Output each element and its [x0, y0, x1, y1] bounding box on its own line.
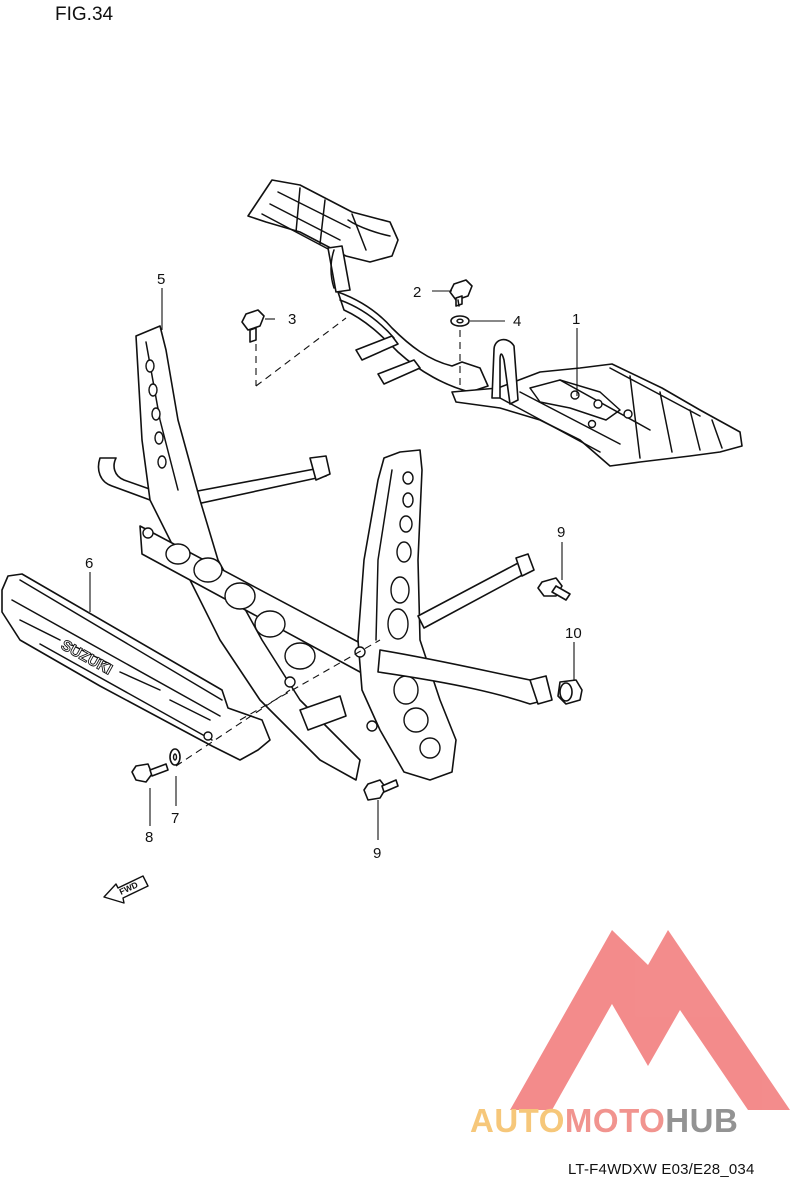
watermark-text: AUTOMOTOHUB [470, 1102, 738, 1139]
part-9-bolt-right [537, 577, 571, 601]
part-7-washer [169, 748, 181, 766]
automotohub-watermark: AUTOMOTOHUB [470, 930, 790, 1139]
callout-5: 5 [157, 271, 165, 288]
callout-6: 6 [85, 555, 93, 572]
figure-code: LT-F4WDXW E03/E28_034 [568, 1161, 755, 1178]
callout-9-right: 9 [557, 524, 565, 541]
figure-title: FIG.34 [55, 4, 114, 25]
watermark-auto: AUTO [470, 1102, 565, 1139]
part-5-front-bumper-frame [97, 325, 553, 781]
callout-4: 4 [513, 313, 521, 330]
forward-direction-arrow-icon: FWD [103, 875, 149, 904]
leader-lines [89, 288, 578, 840]
watermark-triangle-logo [510, 930, 790, 1110]
callout-3: 3 [288, 311, 296, 328]
watermark-hub: HUB [665, 1102, 738, 1139]
part-4-washer [450, 315, 470, 327]
part-2-flange-bolt [449, 279, 473, 307]
callout-7: 7 [171, 810, 179, 827]
callout-1: 1 [572, 311, 580, 328]
callout-2: 2 [413, 284, 421, 301]
part-3-bolt [241, 309, 265, 343]
callout-10: 10 [565, 625, 582, 642]
part-9-bolt-lower [363, 779, 399, 801]
watermark-moto: MOTO [565, 1102, 665, 1139]
part-8-bolt [131, 763, 169, 783]
callout-9-lower: 9 [373, 845, 381, 862]
callout-8: 8 [145, 829, 153, 846]
part-1-footrest-assembly [247, 179, 743, 467]
part-10-cap [557, 679, 583, 705]
